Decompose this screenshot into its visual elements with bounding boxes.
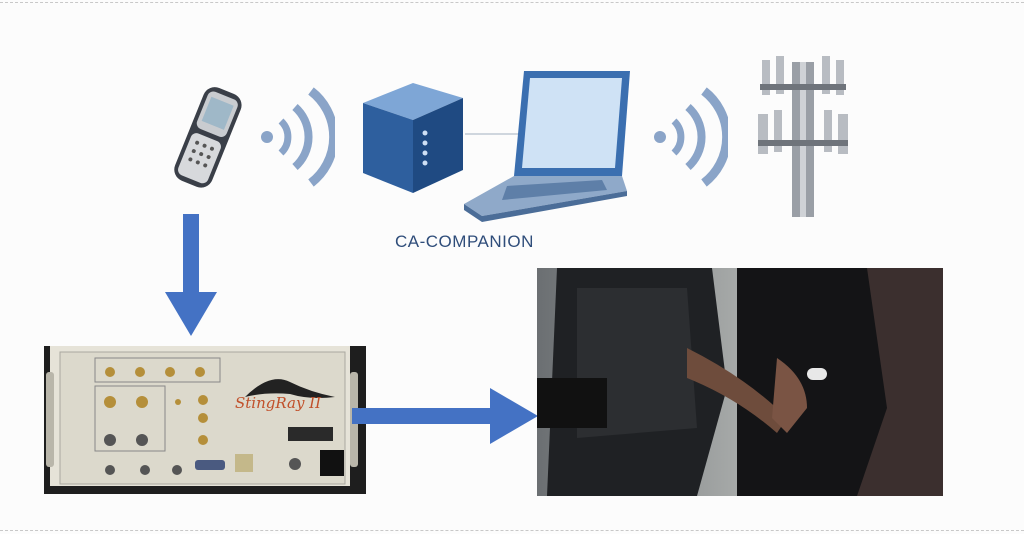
stingray-logo: StingRay II <box>235 394 322 412</box>
arrest-photo <box>537 268 943 496</box>
cell-tower-icon <box>758 56 848 217</box>
top-dotted-border <box>0 2 1024 3</box>
right-arrow-icon <box>352 388 538 444</box>
down-arrow-icon <box>165 214 217 336</box>
wireless-signal-icon <box>654 87 728 187</box>
mobile-phone-icon <box>174 87 242 188</box>
server-icon <box>363 83 463 193</box>
bottom-dotted-border <box>0 530 1024 531</box>
connection-line <box>465 133 525 135</box>
ca-companion-label: CA-COMPANION <box>395 232 534 251</box>
wireless-signal-icon <box>261 87 335 187</box>
stingray-device-image: StingRay II <box>44 346 366 494</box>
laptop-icon <box>464 71 630 222</box>
